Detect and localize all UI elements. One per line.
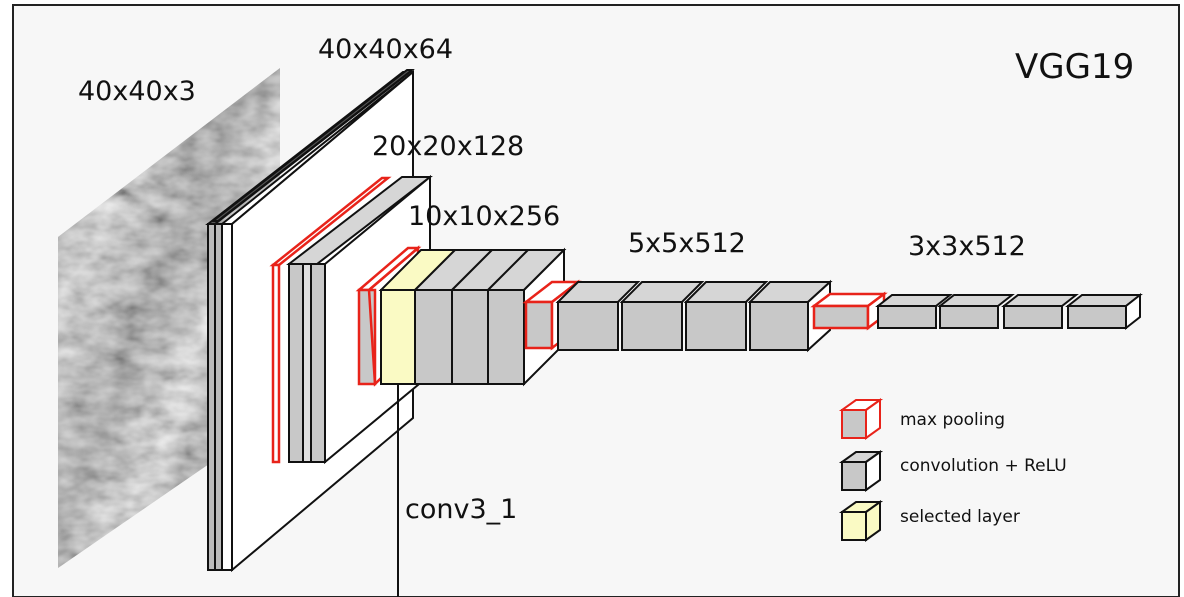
label-input-dims: 40x40x3 [78,76,196,107]
legend-selected-layer-label: selected layer [900,507,1020,527]
legend-selected-layer-icon [842,502,880,540]
block4-feature-maps [526,282,830,350]
label-block2-dims: 20x20x128 [372,131,524,162]
legend-max-pooling-icon [842,400,880,438]
label-block1-dims: 40x40x64 [318,34,453,65]
label-block5-dims: 3x3x512 [908,231,1026,262]
legend-max-pooling-label: max pooling [900,410,1005,430]
label-block4-dims: 5x5x512 [628,228,746,259]
legend-conv-relu-icon [842,452,880,490]
label-selected-layer-name: conv3_1 [405,494,517,525]
legend-conv-relu-label: convolution + ReLU [900,456,1067,476]
block5-feature-maps [814,294,1140,328]
label-block3-dims: 10x10x256 [408,201,560,232]
diagram-title: VGG19 [1015,47,1134,87]
